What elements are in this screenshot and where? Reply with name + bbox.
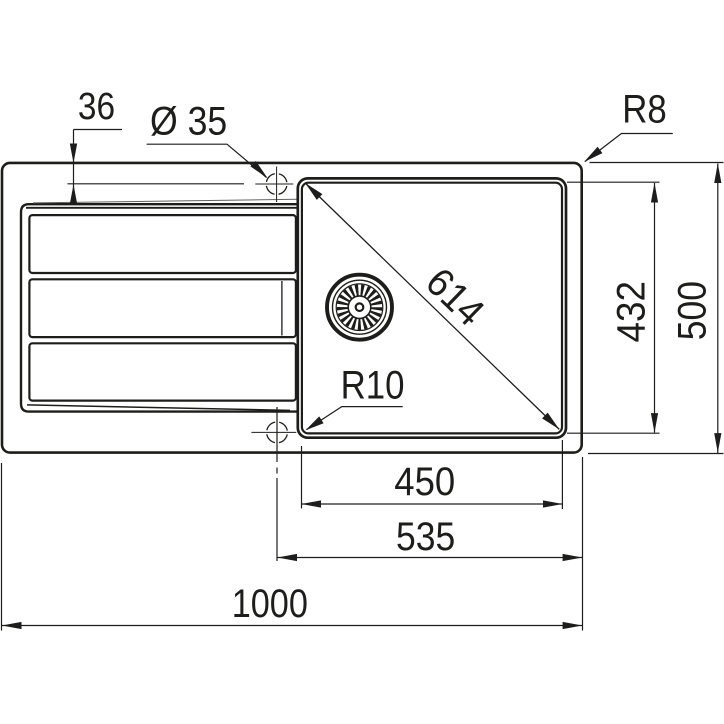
svg-text:Ø 35: Ø 35 [150,100,227,144]
svg-text:432: 432 [610,281,654,343]
svg-text:1000: 1000 [232,582,308,626]
svg-text:535: 535 [396,515,455,559]
svg-text:36: 36 [78,86,115,128]
svg-text:500: 500 [670,281,714,340]
svg-text:450: 450 [394,460,455,504]
svg-text:R8: R8 [622,88,667,132]
svg-text:R10: R10 [341,364,405,408]
